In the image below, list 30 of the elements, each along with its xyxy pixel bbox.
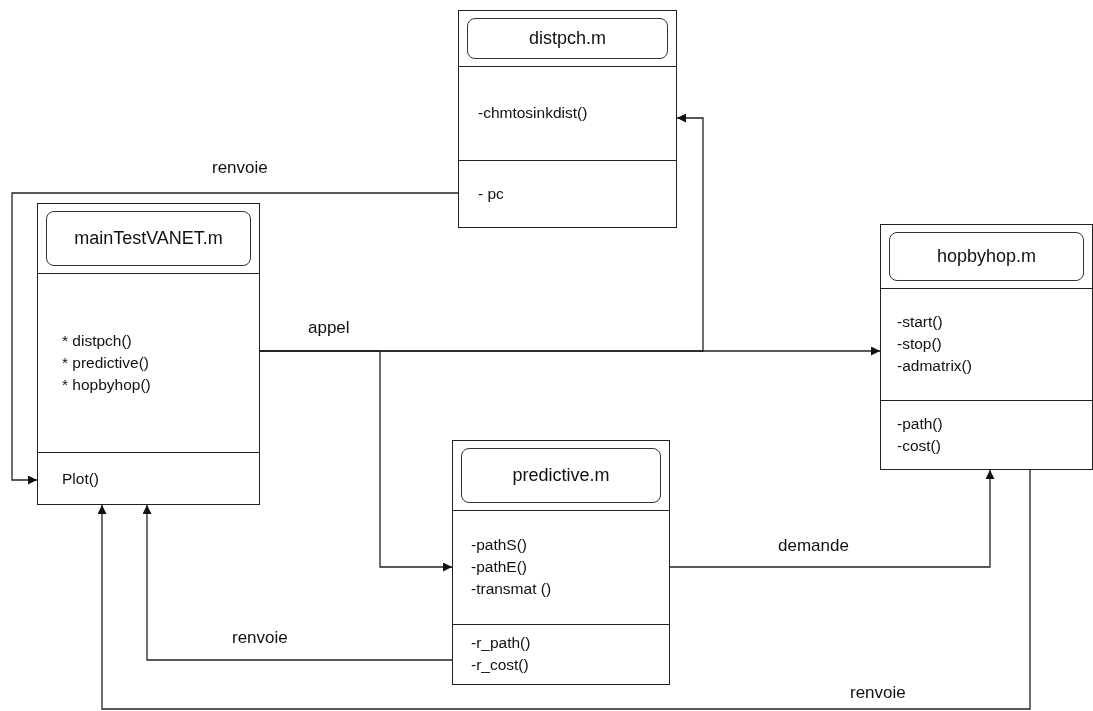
method-name: * hopbyhop() [62, 374, 151, 395]
edge-label: appel [306, 318, 352, 338]
class-name: predictive.m [461, 448, 661, 503]
class-box [37, 203, 260, 505]
member-name: - pc [478, 183, 504, 204]
class-name: mainTestVANET.m [46, 211, 251, 266]
class-name: distpch.m [467, 18, 668, 59]
method-name: -pathE() [471, 557, 527, 577]
member-name: Plot() [62, 468, 100, 489]
arrow [142, 504, 453, 661]
method-name: -chmtosinkdist() [478, 103, 588, 124]
member-name: -r_cost() [471, 655, 529, 676]
arrow [669, 469, 995, 568]
class-box [458, 10, 677, 228]
class-box [452, 440, 670, 685]
class-box [880, 224, 1093, 470]
arrow [97, 469, 1031, 710]
member-name: -cost() [897, 435, 941, 456]
method-name: -stop() [897, 334, 942, 355]
method-name: -admatrix() [897, 356, 972, 377]
method-name: -transmat () [471, 579, 552, 599]
method-name: -start() [897, 312, 943, 333]
method-name: -pathS() [471, 535, 527, 555]
member-name: -path() [897, 413, 943, 434]
method-name: * distpch() [62, 330, 132, 351]
member-name: -r_path() [471, 633, 531, 654]
arrow [259, 113, 704, 352]
class-name: hopbyhop.m [889, 232, 1084, 281]
arrow [11, 192, 459, 485]
method-name: * predictive() [62, 352, 149, 373]
